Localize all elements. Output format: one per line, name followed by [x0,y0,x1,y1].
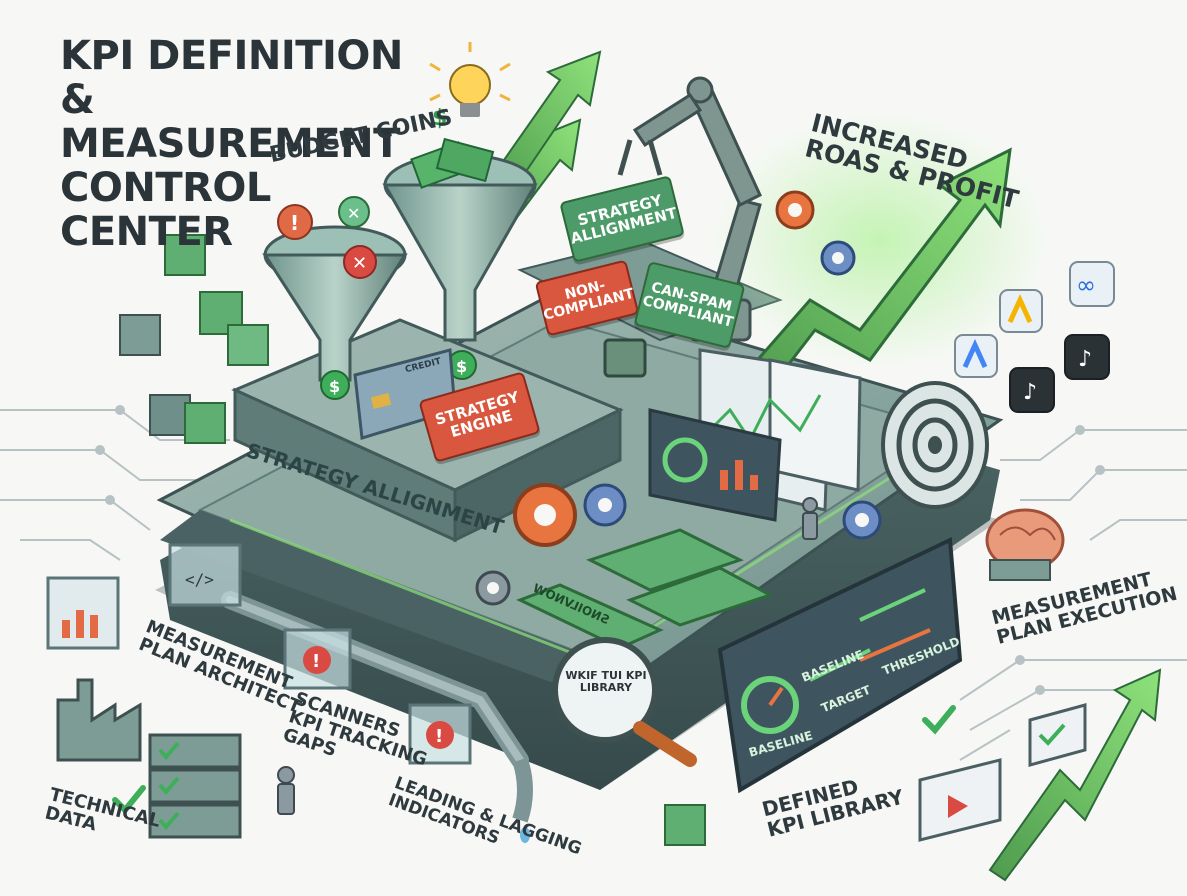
app-icons: ∞ ♪ ♪ [954,261,1115,413]
dashboard-screens [648,348,862,522]
warning-icon: ! ✕ ✕ [277,196,377,279]
growth-arrow-icon [710,110,1050,397]
svg-text:!: ! [290,211,299,235]
title-line-3: Control [60,165,271,211]
svg-text:!: ! [312,651,320,672]
gear-icon [475,190,882,606]
page-title: KPI Definition & Measurement Control Cen… [60,34,420,254]
slider-panels [516,528,774,650]
video-player-icon [918,703,1087,842]
kpi-control-panel [717,536,963,794]
floating-cubes [119,234,706,846]
pipeline: </> ! ! [168,543,533,843]
lightbulb-icon [429,42,511,117]
svg-text:♪: ♪ [1078,347,1092,372]
svg-text:</>: </> [185,570,214,589]
svg-text:✕: ✕ [347,204,360,223]
kpi-library-lens-label: WKIF TUI KPI LIBRARY [565,669,647,694]
tiktok-icon-2 [1009,367,1055,413]
growth-arrow-icon-2 [988,668,1162,882]
svg-text:∞: ∞ [1076,271,1096,299]
funnel-icon-right: $ [382,137,538,380]
title-line-4: Center [60,209,233,255]
worker-figures [277,497,818,815]
svg-text:$: $ [329,377,340,396]
svg-text:✕: ✕ [352,253,367,274]
tiktok-icon [1064,334,1110,380]
server-stack-icon [148,733,242,839]
code-box [168,543,242,607]
svg-text:!: ! [435,726,443,747]
target-icon [881,381,989,509]
checkmark-icon [112,705,956,815]
brain-icon [985,508,1065,581]
circuit-lines [0,405,1187,761]
meta-icon [1069,261,1115,307]
dollar-icon: $ [432,106,447,131]
magnifier-icon [552,637,697,767]
chip-icon [603,338,647,378]
svg-text:$: $ [456,357,467,376]
factory-icon [46,576,142,762]
svg-text:♪: ♪ [1023,380,1037,405]
title-line-1: KPI Definition & [60,33,403,123]
title-line-2: Measurement [60,121,400,167]
